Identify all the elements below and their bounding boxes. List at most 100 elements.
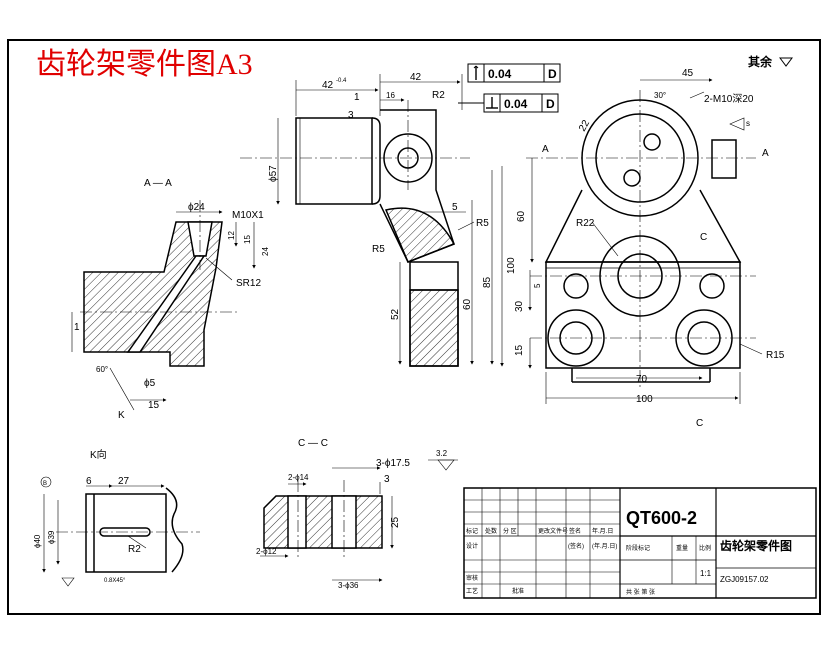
dim-70: 70 xyxy=(636,374,648,385)
dim-r5a: R5 xyxy=(476,218,489,229)
dim-52: 52 xyxy=(390,308,401,320)
dim-100-side: 100 xyxy=(636,394,653,405)
section-a-a xyxy=(80,200,240,367)
view-k xyxy=(56,487,200,573)
label-standardize: (签名) xyxy=(568,542,584,550)
dim-r22: R22 xyxy=(576,218,595,229)
dim-3: 3 xyxy=(348,110,354,121)
perpendicular-tolerance-frame: 0.04 D xyxy=(458,93,559,113)
label-approve: 批准 xyxy=(512,587,524,595)
dim-85: 85 xyxy=(482,276,493,288)
label-design: 设计 xyxy=(466,542,478,550)
dim-30-side: 30 xyxy=(514,300,525,312)
dim-1-a: 1 xyxy=(74,322,80,333)
section-a-a-label: A — A xyxy=(144,178,172,189)
view-k-dimensions xyxy=(40,476,165,587)
dim-15-side: 15 xyxy=(514,344,525,356)
dim-5: 5 xyxy=(452,202,458,213)
section-c-c xyxy=(263,480,383,560)
view-k-label: K向 xyxy=(90,448,107,461)
dim-phi12: 2-ϕ12 xyxy=(256,547,277,556)
dim-6-k: 6 xyxy=(86,476,92,487)
dim-1: 1 xyxy=(354,92,360,103)
section-c-dimensions xyxy=(260,459,458,582)
side-view xyxy=(526,90,756,390)
dim-27-k: 27 xyxy=(118,476,130,487)
section-a-dimensions xyxy=(71,210,256,411)
label-change-no: 更改文件号 xyxy=(538,527,568,535)
label-mark: 标记 xyxy=(466,527,478,535)
dim-m10: 2-M10深20 xyxy=(704,93,754,105)
drawing-number: ZGJ09157.02 xyxy=(720,575,769,584)
dim-sr12: SR12 xyxy=(236,278,261,289)
datum-b: B xyxy=(43,481,47,487)
dim-25-c: 25 xyxy=(390,516,401,528)
dim-22: 22 xyxy=(577,118,592,134)
dim-16: 16 xyxy=(386,91,395,100)
front-view-dimensions xyxy=(276,74,504,367)
dim-phi39: ϕ39 xyxy=(47,530,56,544)
dim-phi5: ϕ5 xyxy=(144,378,156,389)
parallel-datum: D xyxy=(548,67,557,81)
part-name: 齿轮架零件图 xyxy=(720,538,792,553)
section-c-c-label: C — C xyxy=(298,438,328,449)
surface-finish-note: 其余 xyxy=(748,54,773,69)
dim-r2: R2 xyxy=(432,90,445,101)
dim-3-c: 3 xyxy=(384,474,390,485)
dim-phi57: ϕ57 xyxy=(268,165,279,182)
label-weight: 重量 xyxy=(676,544,688,552)
dim-phi17: 3-ϕ17.5 xyxy=(376,458,410,469)
dim-45: 45 xyxy=(682,68,694,79)
label-date: 年.月.日 xyxy=(592,527,613,535)
side-view-dimensions xyxy=(528,78,763,404)
dim-30deg: 30° xyxy=(654,91,666,100)
dim-r5b: R5 xyxy=(372,244,385,255)
dim-phi40: ϕ40 xyxy=(33,534,42,548)
dim-60: 60 xyxy=(462,298,473,310)
label-sign: 签名 xyxy=(569,527,581,535)
title-block xyxy=(463,487,817,599)
label-sheets: 共 张 第 张 xyxy=(626,588,655,596)
label-count: 处数 xyxy=(485,527,497,535)
dim-m10x1: M10X1 xyxy=(232,210,264,221)
perpendicular-value: 0.04 xyxy=(504,97,528,111)
front-view xyxy=(240,100,470,367)
dim-24-a: 24 xyxy=(261,247,270,256)
section-c-bottom: C xyxy=(696,418,703,429)
dim-angle-a: 60° xyxy=(96,365,108,374)
dim-chamfer-k: 0.8X45° xyxy=(104,578,126,584)
dim-phi36: 3-ϕ36 xyxy=(338,581,359,590)
dim-42-tol: 42 xyxy=(322,80,334,91)
dim-r15: R15 xyxy=(766,350,785,361)
dim-phi24: ϕ24 xyxy=(188,202,205,213)
label-scale: 比例 xyxy=(699,544,711,552)
dim-12-a: 12 xyxy=(227,231,236,240)
roughness-symbol xyxy=(779,57,793,67)
dim-phi14: 2-ϕ14 xyxy=(288,473,309,482)
dim-42-tol-sup: -0.4 xyxy=(336,78,347,84)
dim-15-a: 15 xyxy=(243,235,252,244)
label-process: 工艺 xyxy=(466,587,478,595)
dim-roughness-c: 3.2 xyxy=(436,449,448,458)
parallel-value: 0.04 xyxy=(488,67,512,81)
dim-60-side: 60 xyxy=(516,210,527,222)
dim-r2-k: R2 xyxy=(128,544,141,555)
drawing-title: 齿轮架零件图A3 xyxy=(36,48,253,81)
dim-15b-a: 15 xyxy=(148,400,160,411)
dim-5-side: 5 xyxy=(533,283,542,288)
perpendicular-datum: D xyxy=(546,97,555,111)
parallel-tolerance-frame: 0.04 D xyxy=(467,63,561,83)
scale-value: 1:1 xyxy=(700,569,712,578)
section-a-left: A xyxy=(542,144,549,155)
label-review: 审核 xyxy=(466,574,478,582)
label-date2: (年.月.日) xyxy=(592,542,617,550)
roughness-s: s xyxy=(746,119,750,128)
view-k-arrow-label: K xyxy=(118,410,125,421)
label-zone: 分 区 xyxy=(503,527,517,535)
label-stage: 阶段标记 xyxy=(626,544,650,552)
material: QT600-2 xyxy=(626,508,697,528)
section-a-right: A xyxy=(762,148,769,159)
sheet-border xyxy=(7,39,821,615)
dim-42-top: 42 xyxy=(410,72,422,83)
